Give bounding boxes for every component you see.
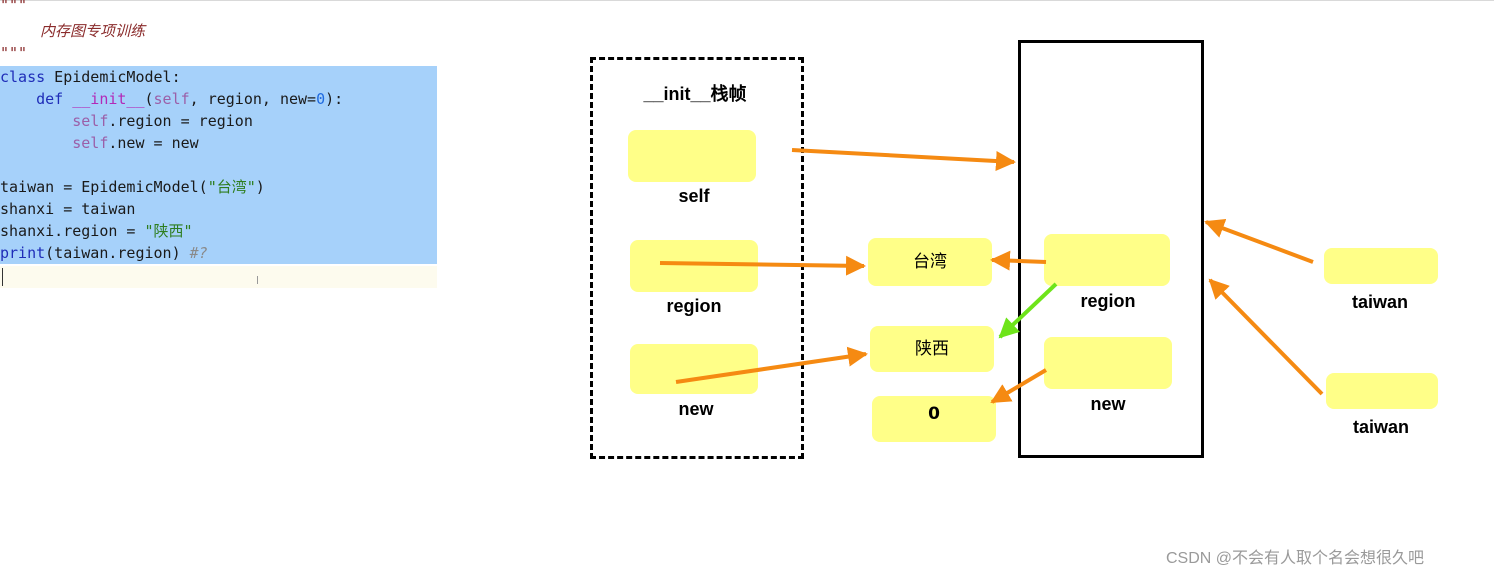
code-line-def[interactable]: def __init__(self, region, new=0): (0, 88, 437, 110)
docstring-open: """ (0, 0, 28, 14)
current-line[interactable] (0, 266, 437, 288)
object-frame (1018, 40, 1204, 458)
arrow-taiwan2-to-object (1208, 278, 1324, 396)
new-var-label: new (678, 399, 714, 419)
value-shaanxi-text: 陕西 (915, 339, 949, 359)
value-zero-text: 0 (928, 404, 940, 424)
self-label: self (678, 186, 710, 206)
self-box (628, 130, 756, 182)
obj-region-label: region (1080, 291, 1136, 311)
arrow-obj-new-to-zero (990, 368, 1048, 404)
arrow-new-var-to-shaanxi (675, 346, 868, 384)
arrow-obj-region-to-shaanxi (998, 282, 1058, 339)
text-caret (2, 268, 3, 286)
code-line-print[interactable]: print(taiwan.region) #? (0, 242, 437, 264)
editor-marker (257, 276, 258, 284)
arrow-taiwan-to-object (1204, 218, 1314, 264)
docstring-text: 内存图专项训练 (40, 22, 146, 40)
arrow-region-var-to-taiwan (659, 255, 866, 276)
docstring-close: """ (0, 44, 28, 62)
region-var-label: region (666, 296, 722, 316)
value-taiwan-text: 台湾 (913, 252, 947, 272)
stack-frame-title: __init__栈帧 (643, 84, 747, 104)
obj-new-label: new (1090, 394, 1126, 414)
arrow-obj-region-to-taiwan (990, 250, 1047, 271)
top-border (0, 0, 1494, 1)
new-var-box (630, 344, 758, 394)
value-zero-box (872, 396, 996, 442)
obj-region-box (1044, 234, 1170, 286)
code-line-self-region[interactable]: self.region = region (0, 110, 437, 132)
code-line-shanxi-region[interactable]: shanxi.region = "陕西" (0, 220, 437, 242)
code-line-shanxi[interactable]: shanxi = taiwan (0, 198, 437, 220)
code-line-blank[interactable] (0, 154, 437, 176)
code-line-taiwan[interactable]: taiwan = EpidemicModel("台湾") (0, 176, 437, 198)
code-line-class[interactable]: class EpidemicModel: (0, 66, 437, 88)
code-line-self-new[interactable]: self.new = new (0, 132, 437, 154)
init-stack-frame (590, 57, 804, 459)
value-shaanxi-box (870, 326, 994, 372)
taiwan2-ref-label: taiwan (1352, 417, 1409, 437)
csdn-watermark: CSDN @不会有人取个名会想很久吧 (1166, 550, 1425, 567)
value-taiwan-box (868, 238, 992, 286)
taiwan2-ref-box (1326, 373, 1438, 409)
arrow-self-to-object (791, 148, 1016, 172)
obj-new-box (1044, 337, 1172, 389)
taiwan-ref-label: taiwan (1351, 292, 1408, 312)
taiwan-ref-box (1324, 248, 1438, 284)
